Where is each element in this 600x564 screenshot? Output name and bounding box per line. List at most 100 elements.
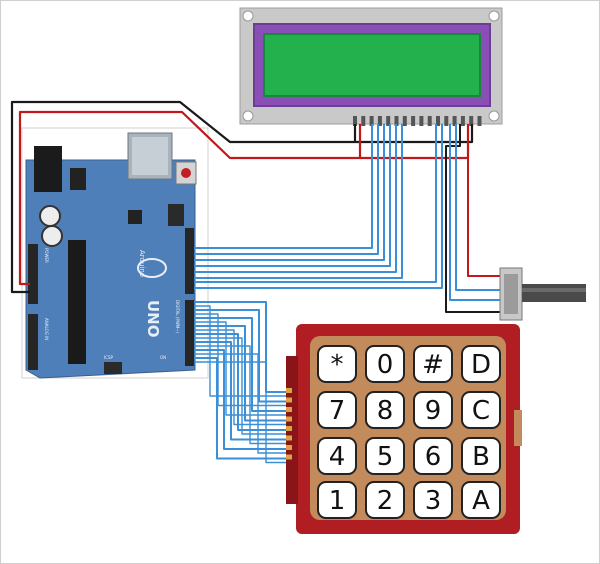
wire-lcd-data [194, 124, 379, 255]
lcd-pin [460, 116, 465, 126]
lcd-pin [469, 116, 474, 126]
lcd-screen [263, 33, 481, 97]
keypad-key-label: 6 [425, 442, 442, 472]
wire-lcd-data [194, 124, 437, 283]
keypad-key-label: B [472, 442, 490, 472]
wire-keypad [194, 341, 290, 441]
keypad-key-label: D [471, 350, 491, 380]
keypad-pin [286, 426, 292, 431]
wire-lcd-data [194, 124, 403, 279]
keypad-key[interactable]: 3 [413, 481, 453, 519]
wire-keypad [194, 333, 290, 431]
keypad-key-label: 5 [377, 442, 394, 472]
wire-keypad [194, 301, 290, 393]
wire-keypad [194, 361, 290, 464]
wire-pot-red [467, 158, 500, 277]
lcd-pin [386, 116, 391, 126]
wire-pot-black [445, 124, 500, 313]
wire-keypad [194, 309, 290, 403]
wire-lcd-data [194, 124, 373, 249]
lcd-pin [436, 116, 440, 126]
keypad-key-label: 9 [425, 396, 442, 426]
wire-keypad [194, 357, 290, 460]
keypad-key[interactable]: 4 [317, 437, 357, 475]
keypad-pin [286, 407, 292, 412]
keypad-pin [286, 454, 292, 460]
keypad-key-label: 4 [329, 442, 346, 472]
keypad-key-label: # [422, 350, 444, 380]
lcd-pin [444, 116, 449, 126]
wire-keypad [194, 345, 290, 445]
wire-gnd [10, 100, 474, 294]
keypad-key-label: 8 [377, 396, 394, 426]
keypad-key-label: 1 [329, 486, 346, 516]
arduino-uno-board: Arduino UNO DIGITAL (PWM~) POWER ANALOG … [21, 127, 209, 379]
keypad-pin [286, 397, 292, 403]
keypad-key-label: 2 [377, 486, 394, 516]
keypad-key-label: 3 [425, 486, 442, 516]
keypad-key[interactable]: C [461, 391, 501, 429]
keypad-pin [286, 416, 292, 422]
analog-label: ANALOG IN [44, 318, 49, 340]
lcd-pin [394, 116, 399, 126]
model-text: UNO [144, 300, 162, 338]
keypad-pin [286, 388, 292, 393]
keypad-key[interactable]: D [461, 345, 501, 383]
wire-lcd-data [194, 124, 391, 267]
brand-text: Arduino [138, 250, 146, 277]
lcd-pin [353, 116, 357, 126]
keypad-key[interactable]: * [317, 345, 357, 383]
lcd-pin [427, 116, 432, 126]
keypad-key[interactable]: B [461, 437, 501, 475]
wiring [10, 100, 500, 464]
wire-keypad [194, 317, 290, 412]
lcd-pin-header [353, 116, 482, 126]
keypad-pin [286, 445, 292, 450]
potentiometer [499, 267, 586, 321]
keypad-key[interactable]: A [461, 481, 501, 519]
keypad-face [310, 336, 506, 520]
wire-keypad [194, 329, 290, 426]
arduino-logo-icon [137, 258, 167, 278]
keypad-pin [286, 435, 292, 441]
digital-header-bottom [185, 300, 194, 366]
wire-lcd-data [194, 124, 397, 273]
capacitor [39, 205, 61, 227]
wire-lcd-data [194, 124, 443, 289]
on-label: ON [160, 355, 166, 360]
potentiometer-shaft [522, 284, 586, 302]
board-body [25, 159, 196, 379]
microcontroller-chip [68, 240, 86, 364]
keypad-key-label: 0 [377, 350, 394, 380]
power-header [28, 244, 38, 304]
keypad-key[interactable]: 0 [365, 345, 405, 383]
lcd-16x2-display [239, 7, 503, 126]
keypad-key[interactable]: 2 [365, 481, 405, 519]
icsp-label: ICSP [104, 355, 114, 360]
lcd-pin [361, 116, 366, 126]
keypad-key[interactable]: 8 [365, 391, 405, 429]
lcd-pin [477, 116, 482, 126]
lcd-pin [452, 116, 457, 126]
keypad-key[interactable]: 5 [365, 437, 405, 475]
capacitor [41, 225, 63, 247]
wire-keypad [194, 349, 290, 450]
keypad-key[interactable]: 7 [317, 391, 357, 429]
keypad-key[interactable]: # [413, 345, 453, 383]
power-label: POWER [44, 248, 49, 263]
keypad-key-label: A [472, 486, 490, 516]
lcd-pin [402, 116, 407, 126]
keypad-key[interactable]: 1 [317, 481, 357, 519]
keypad-key[interactable]: 6 [413, 437, 453, 475]
wire-keypad [194, 353, 290, 454]
keypad-key[interactable]: 9 [413, 391, 453, 429]
keypad-key-label: * [331, 350, 344, 380]
lcd-pin [369, 116, 374, 126]
keypad-key-label: C [472, 396, 490, 426]
wire-keypad [194, 325, 290, 422]
lcd-pin [419, 116, 424, 126]
lcd-pin [411, 116, 416, 126]
power-jack [34, 146, 62, 192]
